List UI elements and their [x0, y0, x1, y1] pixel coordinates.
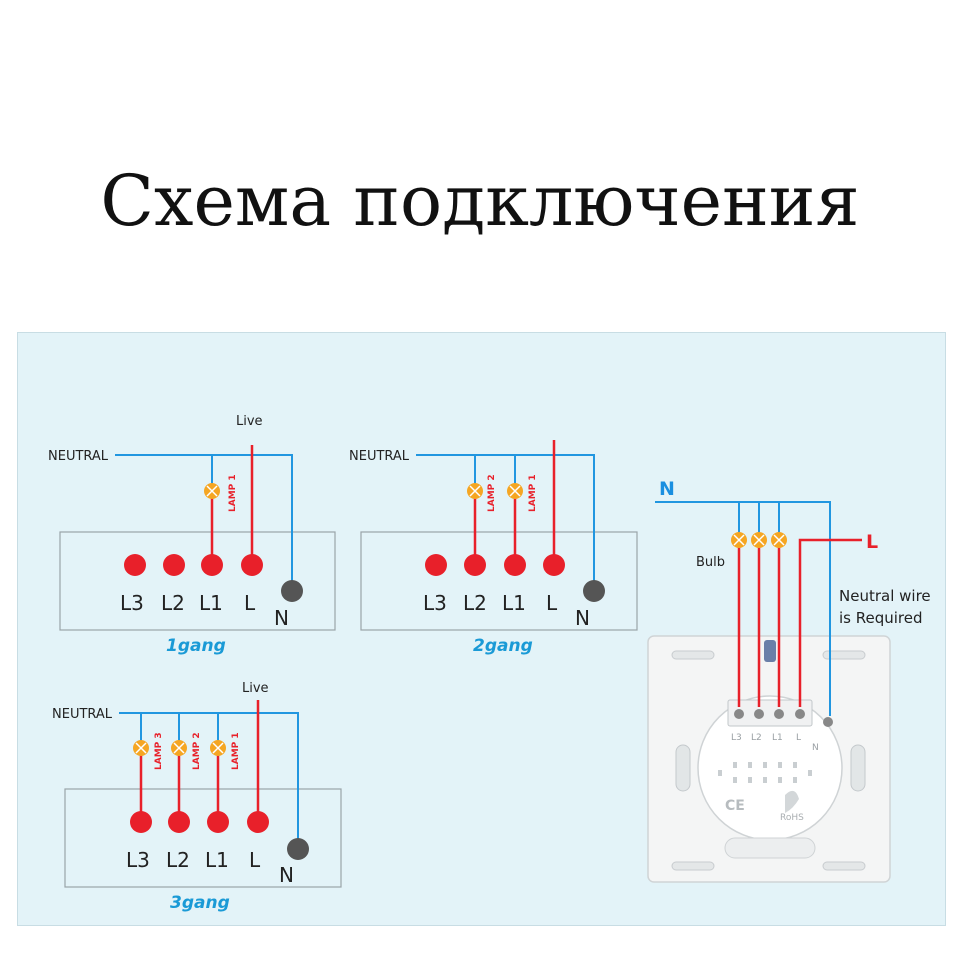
diagram-1gang: NEUTRAL Live LAMP 1 L3 L2 L1 L N 1gang	[48, 414, 336, 656]
gang-caption: 2gang	[473, 636, 533, 656]
screw-l1	[774, 709, 784, 719]
bulb-label: Bulb	[696, 555, 725, 570]
terminal-l2	[168, 811, 190, 833]
terminal-label-l: L	[244, 591, 256, 615]
mount-slot	[850, 744, 866, 792]
gang-caption: 3gang	[170, 893, 230, 913]
device-n-label: N	[659, 478, 675, 500]
terminal-print-l2: L2	[751, 733, 762, 743]
lamp-icon	[204, 483, 220, 499]
neutral-label: NEUTRAL	[349, 449, 410, 464]
terminal-l2	[464, 554, 486, 576]
terminal-l	[241, 554, 263, 576]
ce-mark: CE	[725, 798, 745, 814]
lamp-icon	[210, 740, 226, 756]
terminal-label-l1: L1	[502, 591, 526, 615]
screw-l3	[734, 709, 744, 719]
lamp-label: LAMP 1	[231, 732, 241, 770]
lamp-icon	[467, 483, 483, 499]
terminal-label-l2: L2	[166, 848, 190, 872]
terminal-label-l: L	[546, 591, 558, 615]
terminal-l	[543, 554, 565, 576]
lamp-label: LAMP 1	[228, 474, 238, 512]
switch-box-3gang	[64, 788, 342, 888]
neutral-note-line1: Neutral wire	[839, 587, 931, 605]
terminal-l3	[130, 811, 152, 833]
terminal-n	[287, 838, 309, 860]
neutral-wire	[115, 454, 293, 588]
terminal-block	[727, 699, 813, 727]
live-label: Live	[242, 681, 269, 696]
terminal-label-l1: L1	[199, 591, 223, 615]
rohs-mark: RoHS	[780, 813, 804, 823]
terminal-label-n: N	[575, 606, 590, 630]
terminal-print-l3: L3	[731, 733, 742, 743]
lamp-icon	[133, 740, 149, 756]
terminal-l1	[201, 554, 223, 576]
lamp-label: LAMP 3	[154, 732, 164, 770]
terminal-print-l: L	[796, 733, 801, 743]
switch-box-2gang	[360, 531, 638, 631]
terminal-l3	[425, 554, 447, 576]
terminal-l1	[504, 554, 526, 576]
terminal-label-l3: L3	[423, 591, 447, 615]
device-l-label: L	[866, 531, 878, 553]
switch-box-1gang	[59, 531, 336, 631]
mount-slot	[675, 744, 691, 792]
terminal-label-n: N	[279, 863, 294, 887]
screw-n	[823, 717, 833, 727]
rohs-leaf-icon	[785, 790, 799, 813]
terminal-l1	[207, 811, 229, 833]
terminal-l	[247, 811, 269, 833]
neutral-note-line2: is Required	[839, 609, 923, 627]
diagram-3gang: NEUTRAL Live LAMP 3 LAMP 2 LAMP 1	[52, 681, 342, 913]
page-title: Схема подключения	[100, 160, 860, 242]
lamp-icon	[171, 740, 187, 756]
lamp-label: LAMP 1	[528, 474, 538, 512]
screw-l	[795, 709, 805, 719]
terminal-label-n: N	[274, 606, 289, 630]
switch-device: L3 L2 L1 L N CE RoHS	[647, 478, 931, 883]
neutral-label: NEUTRAL	[52, 707, 113, 722]
terminal-print-n: N	[812, 743, 819, 753]
terminal-label-l2: L2	[463, 591, 487, 615]
terminal-n	[281, 580, 303, 602]
device-neutral-wire	[655, 501, 831, 716]
bulb-icon	[751, 532, 767, 548]
terminal-label-l3: L3	[126, 848, 150, 872]
terminal-label-l3: L3	[120, 591, 144, 615]
diagram-2gang: NEUTRAL LAMP 2 LAMP 1 L3 L2 L1 L N 2gang	[349, 440, 638, 656]
terminal-print-l1: L1	[772, 733, 783, 743]
terminal-label-l2: L2	[161, 591, 185, 615]
lamp-label: LAMP 2	[487, 474, 497, 512]
live-label: Live	[236, 414, 263, 429]
neutral-label: NEUTRAL	[48, 449, 109, 464]
screw-l2	[754, 709, 764, 719]
lamp-label: LAMP 2	[192, 732, 202, 770]
bulb-icon	[771, 532, 787, 548]
terminal-l3	[124, 554, 146, 576]
terminal-label-l: L	[249, 848, 261, 872]
indicator-led	[764, 640, 776, 662]
bulb-icon	[731, 532, 747, 548]
terminal-l2	[163, 554, 185, 576]
device-live-wire	[798, 538, 862, 707]
lamp-icon	[507, 483, 523, 499]
terminal-label-l1: L1	[205, 848, 229, 872]
terminal-n	[583, 580, 605, 602]
vent-grid	[718, 762, 812, 783]
gang-caption: 1gang	[166, 636, 226, 656]
